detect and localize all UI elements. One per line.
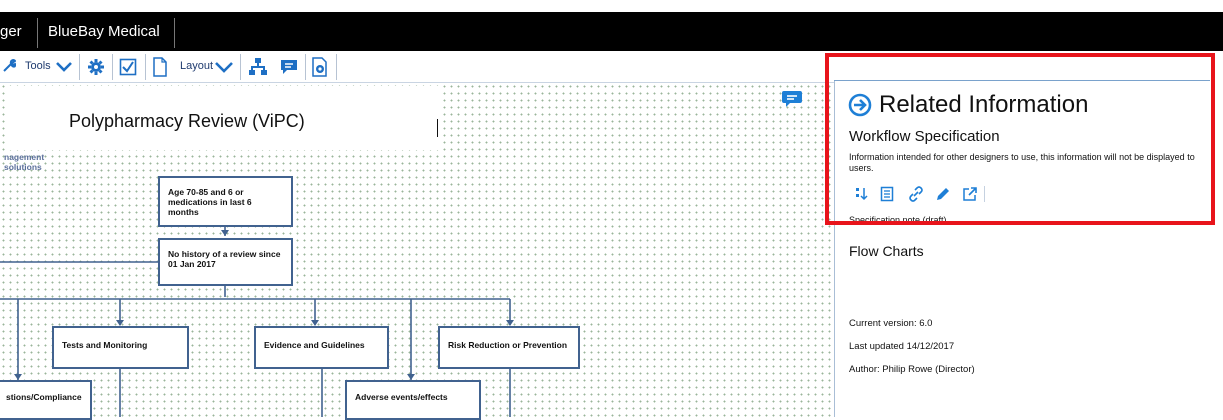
flowchart-node-age[interactable]: Age 70-85 and 6 or medications in last 6… xyxy=(158,176,293,227)
flowchart-node-evidence[interactable]: Evidence and Guidelines xyxy=(254,326,389,369)
toolbar-divider xyxy=(112,54,113,80)
flowchart-node-history[interactable]: No history of a review since 01 Jan 2017 xyxy=(158,238,293,286)
flowchart-title[interactable]: Polypharmacy Review (ViPC) xyxy=(69,111,305,131)
last-updated: Last updated 14/12/2017 xyxy=(849,341,955,352)
workflow-specification-title: Workflow Specification xyxy=(849,128,1000,145)
document-icon[interactable] xyxy=(152,57,168,77)
toolbar: Tools Layout xyxy=(0,51,835,83)
title-box[interactable] xyxy=(5,86,441,150)
logo-text-line2: solutions xyxy=(4,162,42,172)
organisation-name[interactable]: BlueBay Medical xyxy=(48,23,160,40)
current-version: Current version: 6.0 xyxy=(849,318,933,329)
workflow-specification-description: Information intended for other designers… xyxy=(849,152,1195,162)
comment-icon[interactable] xyxy=(781,89,803,109)
toolbar-divider xyxy=(305,54,306,80)
document-view-icon[interactable] xyxy=(311,57,329,77)
toolbar-divider xyxy=(145,54,146,80)
flowchart-node-tests[interactable]: Tests and Monitoring xyxy=(52,326,189,369)
hierarchy-icon[interactable] xyxy=(248,57,268,77)
external-link-icon[interactable] xyxy=(962,186,978,202)
wrench-icon[interactable] xyxy=(2,58,16,74)
workflow-specification-description-cont: users. xyxy=(849,163,874,173)
gear-icon[interactable] xyxy=(87,58,105,76)
flowchart-node-risk[interactable]: Risk Reduction or Prevention xyxy=(438,326,580,369)
comment-icon[interactable] xyxy=(279,58,299,76)
toolbar-divider xyxy=(240,54,241,80)
top-bar: ger BlueBay Medical xyxy=(0,12,1223,51)
layout-menu-label[interactable]: Layout xyxy=(180,60,214,72)
app-name-fragment[interactable]: ger xyxy=(0,23,22,40)
related-information-panel xyxy=(834,80,1223,417)
text-cursor xyxy=(437,119,438,137)
logo-text-line1: nagement xyxy=(4,152,45,162)
chevron-down-icon[interactable] xyxy=(55,60,73,74)
highlight-box xyxy=(825,53,1215,225)
topbar-divider xyxy=(174,18,175,48)
flowchart-node-adverse[interactable]: Adverse events/effects xyxy=(345,380,481,420)
flowchart-connectors xyxy=(0,226,514,417)
panel-divider xyxy=(834,80,1210,81)
toolbar-divider xyxy=(79,54,80,80)
flowchart-node-compliance[interactable]: stions/Compliance xyxy=(0,380,92,420)
tools-menu-label[interactable]: Tools xyxy=(25,60,51,72)
author: Author: Philip Rowe (Director) xyxy=(849,364,975,375)
link-icon[interactable] xyxy=(908,186,924,202)
panel-heading: Related Information xyxy=(879,91,1089,118)
document-lines-icon[interactable] xyxy=(880,186,894,202)
topbar-divider xyxy=(37,18,38,48)
toolbar-divider xyxy=(336,54,337,80)
arrow-right-circle-icon xyxy=(848,93,872,117)
flow-charts-title: Flow Charts xyxy=(849,243,924,259)
chevron-down-icon[interactable] xyxy=(214,60,234,74)
sort-icon[interactable] xyxy=(855,186,869,202)
action-divider xyxy=(984,186,985,202)
checkbox-icon[interactable] xyxy=(119,58,137,76)
pencil-icon[interactable] xyxy=(935,186,951,202)
specification-note: Specification note (draft) xyxy=(849,215,947,225)
